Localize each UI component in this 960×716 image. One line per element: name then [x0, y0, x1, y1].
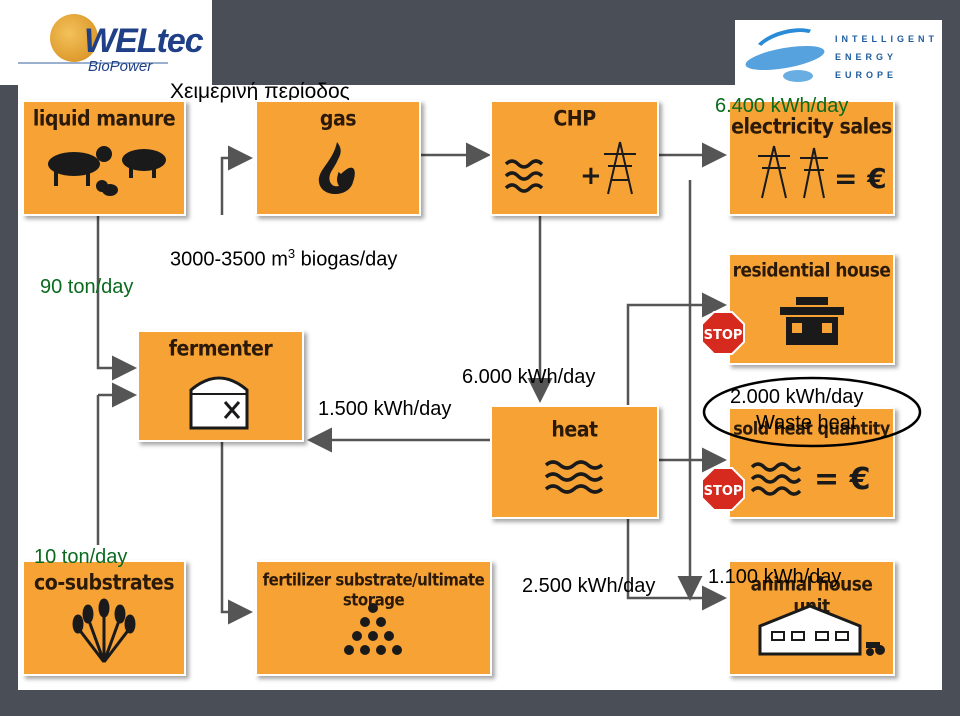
gas-box: gas [255, 100, 421, 216]
biogas-amount-sup: 3 [287, 246, 296, 261]
waste-heat-ellipse [702, 376, 922, 448]
co-substrates-title: co-substrates [34, 570, 175, 596]
heat-euro-icon: = € [750, 462, 870, 497]
weltec-logo: WELtec BioPower [0, 0, 212, 85]
fertilizer-storage-title: fertilizer substrate/ultimate storage [262, 570, 485, 610]
electricity-sales-title: electricity sales [731, 114, 892, 140]
right-frame [942, 0, 960, 716]
iee-line-2: ENERGY [835, 52, 898, 62]
biogas-amount-prefix: 3000-3500 m [170, 248, 288, 271]
chp-box: CHP + [490, 100, 659, 216]
stop-sign-text: STOP [704, 328, 743, 343]
plus-symbol: + [580, 161, 602, 191]
power-tower-icon: = € [758, 145, 887, 199]
bottom-frame [0, 690, 960, 716]
biogas-amount-label: 3000-3500 m3 biogas/day [170, 246, 397, 272]
globe-icon [50, 14, 98, 62]
euro-symbol: = € [814, 462, 870, 497]
chp-icon: + [504, 141, 636, 195]
storage-heat-label: 2.500 kWh/day [522, 575, 656, 597]
arrow-fermenter-storage [220, 440, 253, 625]
logo-subtext: BioPower [88, 58, 153, 75]
fertilizer-storage-box: fertilizer substrate/ultimate storage [255, 560, 492, 676]
logo-text: WELtec [84, 22, 204, 60]
arrow-manure-fermenter [96, 215, 137, 381]
liquid-manure-title: liquid manure [32, 106, 176, 132]
stop-sign-icon: STOP [701, 311, 745, 355]
iee-line-3: EUROPE [835, 70, 898, 80]
residential-house-box: residential house [728, 253, 895, 365]
livestock-icon [48, 146, 166, 196]
heat-box: heat [490, 405, 659, 519]
iee-text: INTELLIGENT ENERGY EUROPE [835, 30, 945, 84]
chp-title: CHP [553, 106, 596, 132]
logo-underline [18, 62, 168, 64]
fermenter-title: fermenter [168, 336, 273, 362]
euro-symbol: = € [834, 162, 887, 195]
sold-heat-title: sold heat quantity [733, 418, 890, 439]
sold-heat-box: sold heat quantity = € [728, 407, 895, 519]
fermenter-box: fermenter [137, 330, 304, 442]
waste-heat-label: Waste heat [756, 412, 857, 434]
arrow-gas [220, 145, 253, 215]
electricity-sales-box: electricity sales = € [728, 100, 895, 216]
animal-house-box: animal house unit [728, 560, 895, 676]
electricity-amount-label: 6.400 kWh/day [715, 95, 849, 117]
iee-logo: INTELLIGENT ENERGY EUROPE [735, 20, 942, 90]
iee-line-1: INTELLIGENT [835, 34, 938, 44]
wheat-icon [72, 598, 136, 663]
manure-amount-label: 90 ton/day [40, 276, 134, 298]
swirl-icon [783, 70, 813, 82]
sold-heat-amount-label: 2.000 kWh/day [730, 386, 864, 408]
animal-heat-label: 1.100 kWh/day [708, 566, 842, 588]
co-substrates-box: co-substrates [22, 560, 186, 676]
barn-icon [758, 604, 885, 656]
residential-house-title: residential house [732, 260, 891, 282]
flame-icon [318, 142, 355, 194]
cosubstrate-amount-label: 10 ton/day [34, 546, 128, 568]
pile-icon [344, 603, 402, 655]
gas-title: gas [319, 106, 357, 132]
liquid-manure-box: liquid manure [22, 100, 186, 216]
heat-title: heat [551, 417, 598, 443]
heat-total-label: 6.000 kWh/day [462, 366, 596, 388]
heat-waves-icon [544, 460, 604, 494]
left-frame [0, 85, 18, 716]
fermenter-heat-label: 1.500 kWh/day [318, 398, 452, 420]
stop-sign-text: STOP [704, 484, 743, 499]
house-icon [780, 297, 844, 345]
stop-sign-icon: STOP [701, 467, 745, 511]
biogas-amount-suffix: biogas/day [295, 248, 398, 271]
period-title: Χειμερινή περίοδος [170, 80, 350, 103]
fermenter-tank-icon [189, 376, 249, 430]
